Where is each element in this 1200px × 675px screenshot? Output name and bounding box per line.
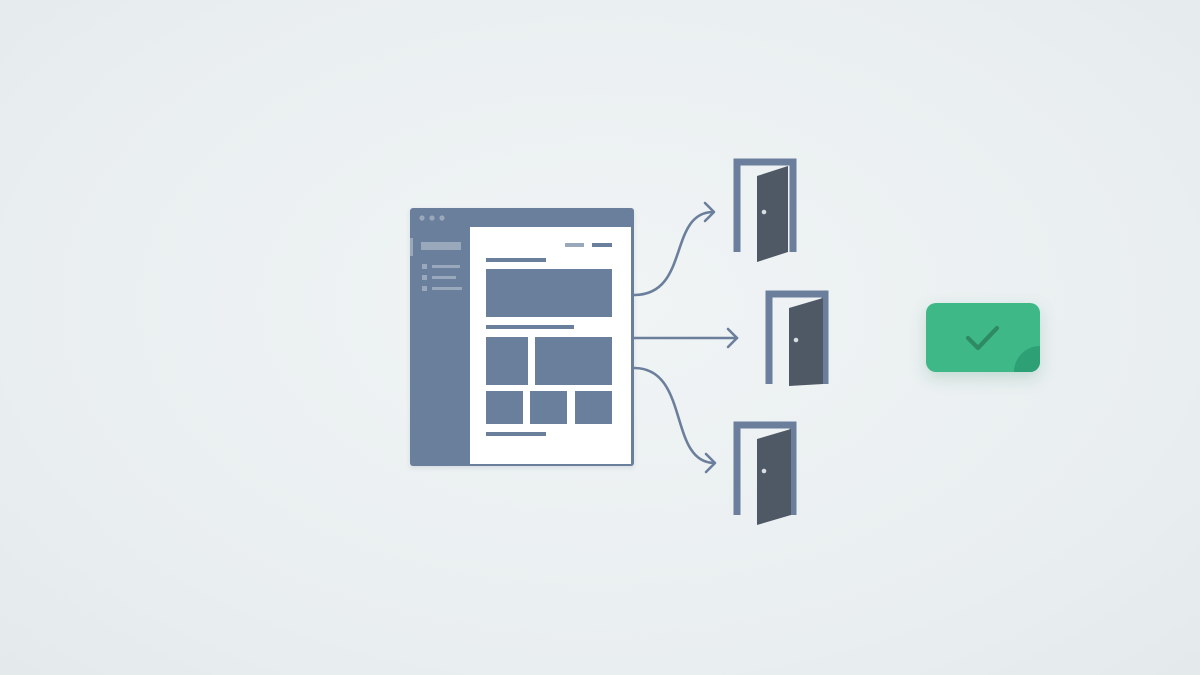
browser-window-icon: [410, 208, 634, 466]
page-hero-block: [486, 269, 612, 317]
arrow-to-top-door: [632, 201, 716, 297]
window-dot: [439, 215, 445, 221]
window-dot: [419, 215, 425, 221]
sidebar-bullet: [422, 275, 427, 280]
page-block: [486, 391, 523, 424]
page-block: [575, 391, 612, 424]
sidebar-line: [432, 265, 460, 268]
door-frame: [733, 158, 797, 252]
open-door-icon: [733, 421, 797, 525]
sidebar-line: [432, 276, 456, 279]
door-frame: [733, 421, 797, 515]
sidebar-bullet: [422, 264, 427, 269]
sidebar-heading: [421, 242, 461, 250]
window-page: [470, 227, 631, 464]
sidebar-line: [432, 287, 462, 290]
page-heading-line: [486, 258, 546, 262]
door-leaf: [757, 429, 791, 525]
page-footer-line: [486, 432, 546, 436]
arrow-to-middle-door: [632, 327, 739, 349]
window-controls: [419, 215, 445, 221]
page-block: [530, 391, 567, 424]
sidebar-bullet: [422, 286, 427, 291]
arrow-to-bottom-door: [632, 366, 717, 474]
success-card-accent: [1014, 346, 1040, 372]
page-nav-item: [592, 243, 612, 247]
page-block: [535, 337, 612, 385]
sidebar-active-edge: [410, 238, 413, 256]
success-card: [926, 303, 1040, 372]
arrows: [632, 201, 739, 474]
open-door-icon: [733, 158, 797, 262]
open-door-icon: [765, 290, 829, 386]
door-knob: [761, 468, 767, 474]
door-frame: [765, 290, 829, 384]
window-sidebar: [410, 238, 462, 291]
door-knob: [793, 337, 799, 343]
door-leaf: [757, 166, 788, 262]
checkmark-icon: [965, 325, 1000, 351]
success-badge: [926, 303, 1040, 372]
page-block: [486, 337, 528, 385]
page-nav-item: [565, 243, 584, 247]
door-knob: [761, 209, 767, 215]
door-leaf: [789, 298, 823, 386]
page-text-line: [486, 325, 574, 329]
window-dot: [429, 215, 435, 221]
